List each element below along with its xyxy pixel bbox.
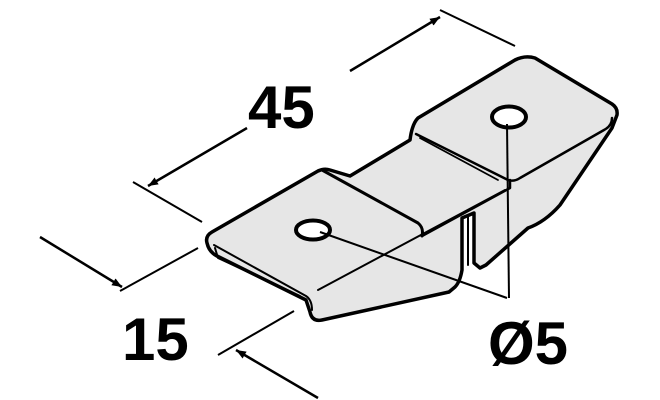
bracket-part: [204, 55, 619, 323]
dimension-45: [132, 9, 516, 223]
tab-underside: [214, 247, 301, 297]
dimension-15: [39, 235, 319, 400]
upper-crease: [419, 137, 499, 181]
length-label: 45: [248, 74, 315, 141]
mid-edge: [420, 178, 512, 238]
hole-right: [490, 104, 528, 130]
hole-diameter-label: Ø5: [488, 310, 568, 377]
hole-leaders: [319, 123, 510, 299]
body-lower-line: [317, 189, 506, 291]
upper-block-front: [414, 116, 614, 182]
width-label: 15: [122, 306, 189, 373]
tab-front-edge: [213, 244, 313, 311]
hole-left: [294, 218, 332, 242]
